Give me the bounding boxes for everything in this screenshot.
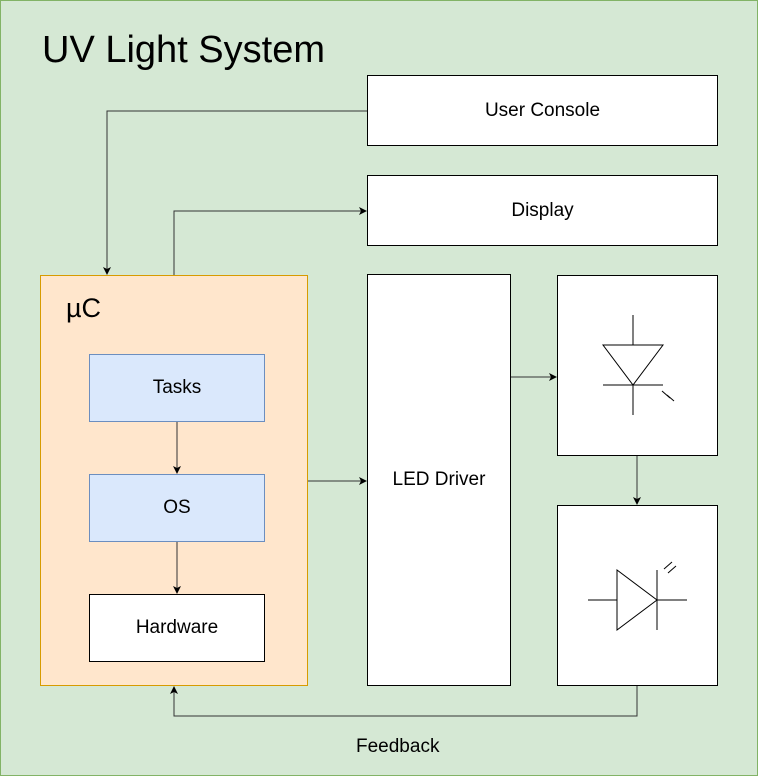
uc-to-display-arrow (173, 207, 367, 275)
os-label: OS (163, 497, 191, 518)
uv-led-block[interactable] (557, 275, 718, 456)
display-block[interactable]: Display (367, 175, 718, 246)
led-driver-block[interactable]: LED Driver (367, 274, 511, 686)
led-driver-label: LED Driver (392, 469, 486, 490)
hardware-label: Hardware (135, 617, 219, 638)
microcontroller-label: µC (66, 293, 102, 323)
display-label: Display (511, 199, 574, 221)
feedback-label: Feedback (356, 736, 440, 757)
photodiode-block[interactable] (557, 505, 718, 686)
hardware-block[interactable]: Hardware (89, 594, 265, 662)
user-console-label: User Console (484, 99, 601, 121)
tasks-label: Tasks (152, 377, 202, 398)
photodiode-icon (588, 561, 687, 631)
tasks-block[interactable]: Tasks (89, 354, 265, 422)
diagram-title: UV Light System (42, 29, 325, 71)
os-block[interactable]: OS (89, 474, 265, 542)
user-console-block[interactable]: User Console (367, 75, 718, 146)
uv-led-icon (602, 315, 675, 415)
console-to-uc-arrow (103, 110, 367, 275)
feedback-arrow (170, 686, 638, 717)
